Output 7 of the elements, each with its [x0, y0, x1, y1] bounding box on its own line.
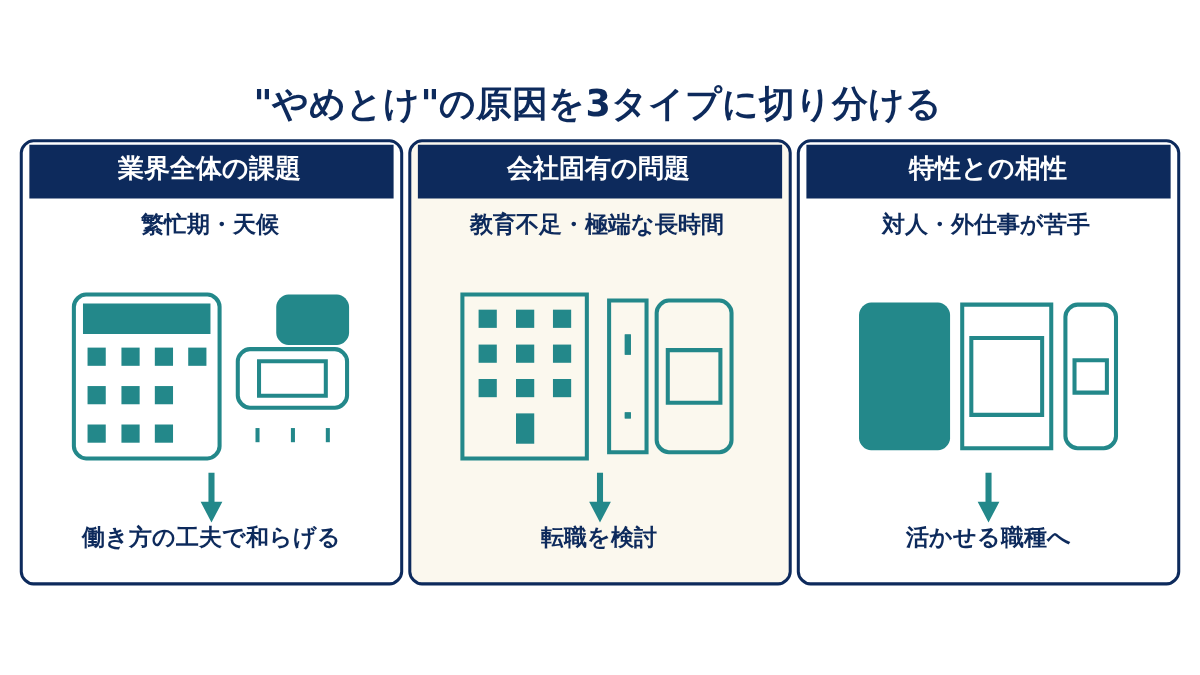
node-text: 働き方の工夫で和らげる [81, 522, 341, 550]
diagram-title: "やめとけ"の原因を3タイプに切り分ける [253, 81, 942, 125]
arrow [589, 472, 611, 522]
node-text: 活かせる職種へ [906, 522, 1072, 550]
arrow [977, 472, 1000, 522]
node-text: 転職を検討 [540, 522, 657, 550]
arrow [200, 472, 223, 522]
